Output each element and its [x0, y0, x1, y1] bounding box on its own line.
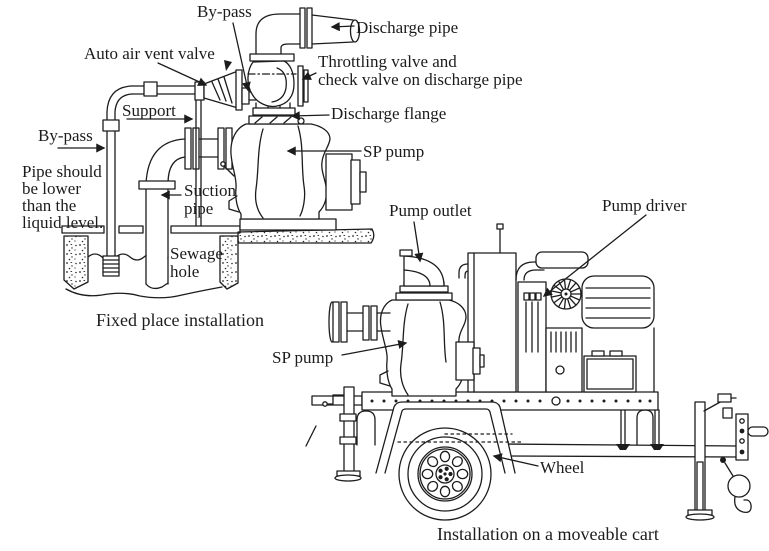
sp-pump-drawing: [220, 123, 367, 220]
label-sewage-hole: Sewage hole: [170, 245, 223, 281]
label-auto-air-vent-valve: Auto air vent valve: [84, 44, 215, 63]
fan-drawing: [550, 278, 582, 310]
engine-drawing: [515, 251, 655, 393]
fixed-leader-lines: [57, 22, 362, 200]
right-jack-drawing: [685, 393, 737, 521]
pump-base-drawing: [239, 218, 337, 231]
label-pump-outlet: Pump outlet: [389, 201, 472, 220]
safety-chain-drawing: [720, 457, 752, 513]
label-pipe-note: Pipe should be lower than the liquid lev…: [22, 163, 103, 231]
caption-cart-installation: Installation on a moveable cart: [437, 524, 659, 544]
cart-installation-drawing: [305, 214, 769, 521]
discharge-pipe-drawing: [255, 7, 361, 55]
cart-sp-pump-drawing: [328, 249, 485, 397]
label-pipe-note-line2: be lower: [22, 179, 82, 198]
label-pump-driver: Pump driver: [602, 196, 687, 215]
label-suction-pipe-line2: pipe: [184, 199, 214, 218]
tow-hitch-drawing: [722, 407, 769, 461]
label-wheel: Wheel: [540, 458, 585, 477]
check-valve-drawing: [247, 53, 309, 108]
right-handle: [636, 409, 654, 446]
label-pipe-note-line4: liquid level.: [22, 213, 104, 232]
left-handle: [356, 410, 376, 446]
label-suction-pipe: Suction pipe: [184, 182, 236, 218]
battery-drawing: [583, 350, 637, 393]
label-discharge-flange: Discharge flange: [331, 104, 447, 123]
support-post-drawing: [195, 99, 202, 227]
fixed-installation-drawing: [57, 7, 375, 299]
label-suction-pipe-line1: Suction: [184, 181, 236, 200]
sewage-hole-drawing: [61, 225, 375, 299]
label-pipe-note-line1: Pipe should: [22, 162, 102, 181]
bypass-pipe-drawing: [102, 81, 197, 277]
pump-outlet-drawing: [395, 249, 453, 301]
label-sewage-hole-line2: hole: [170, 262, 200, 281]
label-sewage-hole-line1: Sewage: [170, 244, 223, 263]
strainer: [102, 255, 120, 277]
wheel-drawing: [397, 427, 524, 521]
label-discharge-pipe: Discharge pipe: [356, 18, 459, 37]
cart-suction-flange-drawing: [328, 301, 391, 343]
left-jack-drawing: [322, 386, 376, 482]
cart-leader-lines: [341, 214, 647, 467]
label-support: Support: [122, 101, 176, 120]
label-bypass-left: By-pass: [38, 126, 93, 145]
label-pipe-note-line3: than the: [22, 196, 77, 215]
label-sp-pump-fixed: SP pump: [363, 142, 425, 161]
label-throttling-valve-line1: Throttling valve and: [318, 52, 457, 71]
engine-cowl: [581, 275, 655, 329]
label-throttling-valve-line2: check valve on discharge pipe: [318, 70, 523, 89]
fan-spokes: [551, 278, 582, 310]
wheel-holes: [421, 450, 469, 498]
caption-fixed-installation: Fixed place installation: [96, 310, 264, 330]
label-bypass-top: By-pass: [197, 2, 252, 21]
lug-nuts: [438, 466, 453, 482]
label-sp-pump-cart: SP pump: [272, 348, 334, 367]
label-throttling-valve: Throttling valve and check valve on disc…: [318, 53, 523, 89]
